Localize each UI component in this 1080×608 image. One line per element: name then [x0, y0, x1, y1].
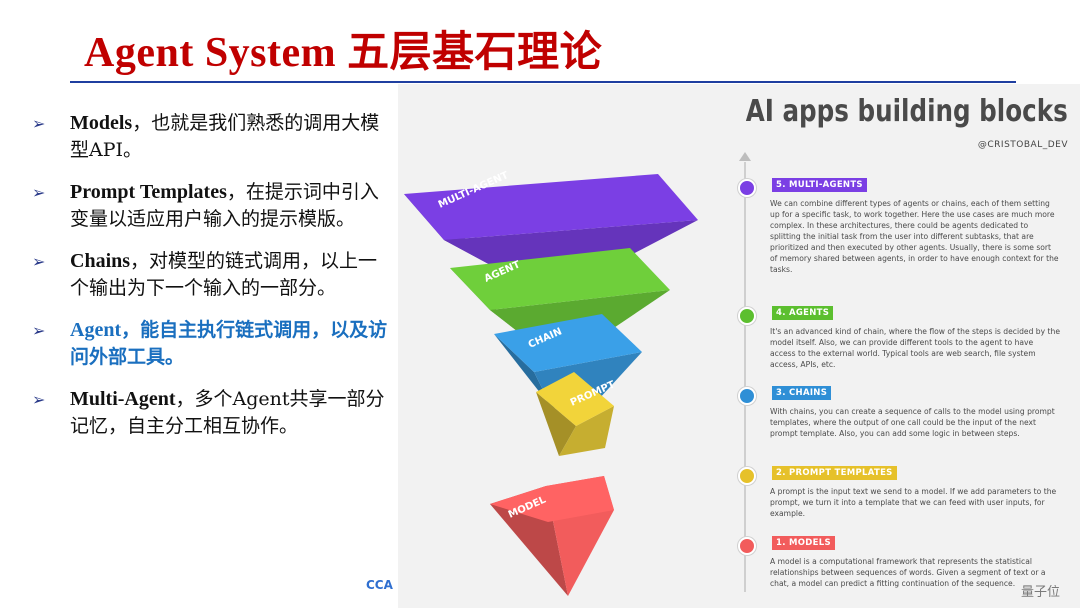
step-description: A model is a computational framework tha…: [770, 557, 1046, 588]
bullet-term: Prompt Templates: [70, 181, 227, 203]
bullet-list: ➢ Models，也就是我们熟悉的调用大模型API。 ➢ Prompt Templat…: [30, 110, 390, 455]
bullet-text: ，能自主执行链式调用，以及访问外部工具。: [70, 319, 388, 368]
arrow-bullet-icon: ➢: [32, 321, 46, 340]
arrow-bullet-icon: ➢: [32, 252, 46, 271]
timeline-dot-icon: [738, 307, 756, 325]
arrow-bullet-icon: ➢: [32, 114, 46, 133]
bullet-item: ➢ Multi-Agent，多个Agent共享一部分记忆，自主分工相互协作。: [30, 386, 390, 440]
step-tag: 1. MODELS: [772, 536, 835, 550]
bullet-text: ，也就是我们熟悉的调用大模型API。: [70, 112, 380, 161]
step-description: It's an advanced kind of chain, where th…: [770, 327, 1060, 369]
timeline-dot-icon: [738, 179, 756, 197]
step-description: A prompt is the input text we send to a …: [770, 487, 1057, 518]
title-divider: [70, 81, 1016, 83]
arrow-bullet-icon: ➢: [32, 183, 46, 202]
bullet-term: Chains: [70, 250, 131, 272]
bullet-text: ，多个Agent共享一部分记忆，自主分工相互协作。: [70, 388, 385, 437]
timeline-dot-icon: [738, 387, 756, 405]
bullet-item: ➢ Agent，能自主执行链式调用，以及访问外部工具。: [30, 317, 390, 371]
arrow-bullet-icon: ➢: [32, 390, 46, 409]
pyramid-layer-prompt: PROMPT: [536, 372, 617, 456]
pyramid-layer-model: MODEL: [490, 476, 614, 596]
bullet-item: ➢ Models，也就是我们熟悉的调用大模型API。: [30, 110, 390, 164]
footer-logo: CCA: [366, 578, 393, 592]
timeline-dot-icon: [738, 537, 756, 555]
infographic-title: AI apps building blocks: [745, 94, 1068, 129]
timeline-dot-icon: [738, 467, 756, 485]
infographic-handle: @CRISTOBAL_DEV: [977, 140, 1068, 150]
step-tag: 4. AGENTS: [772, 306, 834, 320]
step-description: With chains, you can create a sequence o…: [770, 407, 1055, 438]
bullet-term: Agent: [70, 319, 122, 341]
bullet-item: ➢ Prompt Templates，在提示词中引入变量以适应用户输入的提示模版。: [30, 179, 390, 233]
step-description: We can combine different types of agents…: [770, 199, 1059, 274]
slide-title: Agent System 五层基石理论: [84, 30, 603, 76]
watermark: 量子位: [1020, 585, 1060, 600]
bullet-text: ，在提示词中引入变量以适应用户输入的提示模版。: [70, 181, 379, 230]
step-tag: 5. MULTI-AGENTS: [772, 178, 867, 192]
step-tag: 2. PROMPT TEMPLATES: [772, 466, 897, 480]
step-tag: 3. CHAINS: [772, 386, 832, 400]
bullet-term: Models: [70, 112, 133, 134]
bullet-term: Multi-Agent: [70, 388, 176, 410]
bullet-text: ，对模型的链式调用，以上一个输出为下一个输入的一部分。: [70, 250, 378, 299]
bullet-item: ➢ Chains，对模型的链式调用，以上一个输出为下一个输入的一部分。: [30, 248, 390, 302]
timeline-line: [744, 162, 746, 592]
timeline-arrow-icon: [739, 152, 751, 161]
